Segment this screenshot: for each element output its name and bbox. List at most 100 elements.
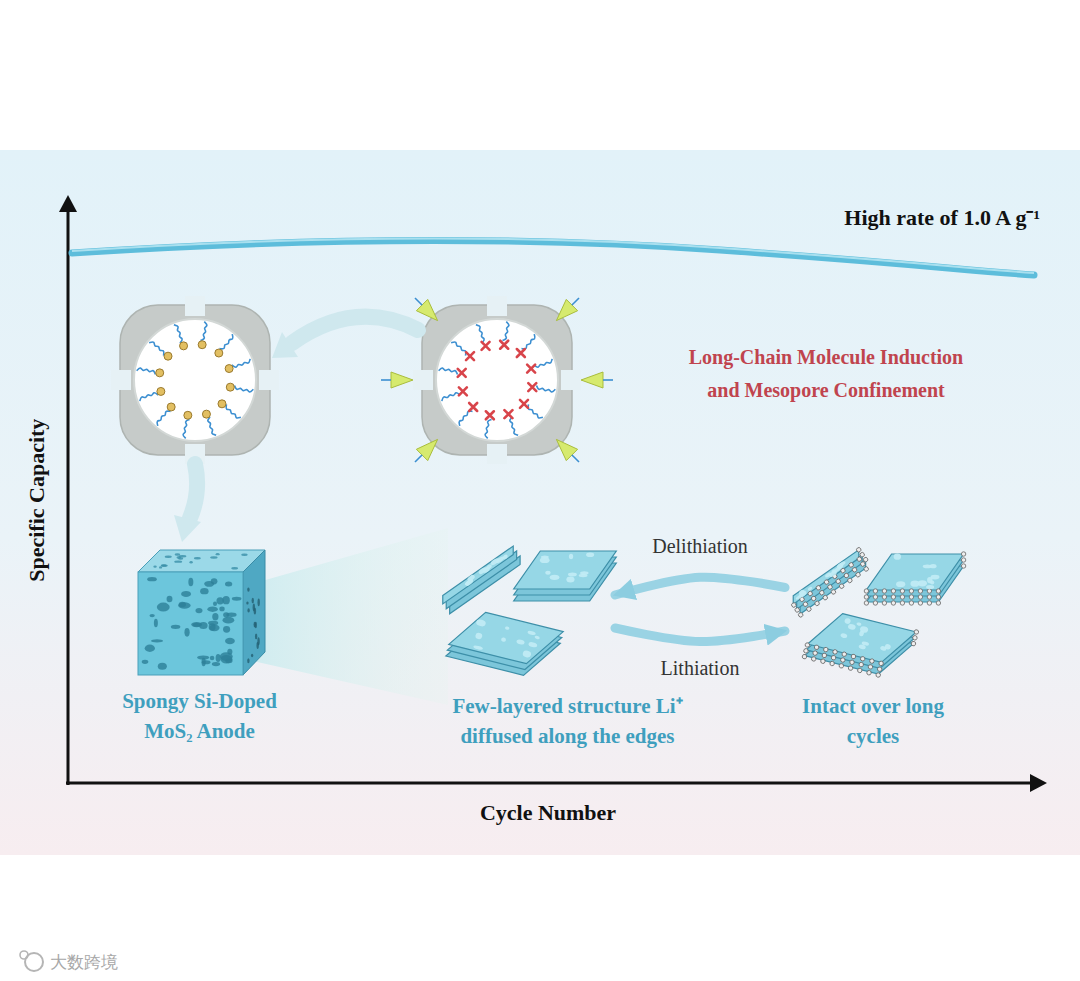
sei-particle (936, 595, 940, 599)
sheet-texture (541, 555, 549, 558)
sei-particle (882, 595, 886, 599)
mos2-sheet-stack (439, 546, 525, 614)
sei-particle (857, 668, 862, 673)
molecule-chain (459, 411, 472, 426)
sheet-texture (896, 581, 905, 587)
sei-particle (848, 562, 854, 568)
cube-side (243, 550, 265, 675)
sei-particle (909, 595, 913, 599)
pore-hole (207, 606, 218, 612)
pore-hole (167, 596, 173, 602)
sei-particle (851, 654, 856, 659)
process-arrow (190, 464, 197, 518)
sei-particle (909, 589, 913, 593)
sei-particle (863, 566, 869, 572)
logo-dot (20, 951, 28, 959)
pore-notch (185, 296, 205, 316)
pore-notch (111, 370, 131, 390)
sei-particle (822, 595, 828, 601)
sheet-texture (516, 639, 525, 645)
sheet-texture (831, 569, 837, 574)
edge-label: Delithiation (652, 535, 748, 558)
y-axis (67, 205, 70, 785)
pore-hole (220, 652, 233, 661)
pore-hole (151, 639, 163, 642)
pore-hole (175, 553, 181, 555)
sei-particle (859, 662, 864, 667)
pore-hole (154, 619, 158, 627)
molecule-head (486, 411, 494, 419)
pore-hole (241, 553, 247, 555)
sei-particle (914, 629, 919, 634)
sei-particle (822, 653, 827, 658)
sheet-texture (926, 585, 934, 589)
annotation: Long-Chain Molecule Induction and Mesopo… (676, 341, 976, 407)
molecule-head (459, 387, 467, 395)
sei-particle (830, 589, 836, 595)
x-axis (66, 782, 1034, 785)
sei-particle (832, 649, 837, 654)
sei-particle (860, 656, 865, 661)
pore-hole (225, 638, 235, 644)
pore-hole (178, 602, 190, 608)
sei-particle (798, 612, 804, 618)
sei-particle (814, 600, 820, 606)
sheet-texture (545, 571, 551, 575)
sei-particle (802, 654, 807, 659)
sei-particle (869, 658, 874, 663)
mesopore (111, 296, 279, 464)
caption-block: Intact over long cycles (786, 691, 961, 751)
sei-particle (855, 572, 861, 578)
sheet-texture (478, 566, 488, 575)
sei-particle (918, 589, 922, 593)
pore-hole (255, 622, 257, 629)
sei-particle (803, 648, 808, 653)
illustration-node: Intact over long cycles (785, 535, 965, 685)
illustration-node: Few-layered structure Li⁺ diffused along… (440, 535, 615, 685)
sei-particle (911, 641, 916, 646)
sei-particle (820, 659, 825, 664)
zoom-fan (248, 528, 448, 705)
molecule-head (198, 341, 206, 349)
sei-particle (827, 584, 833, 590)
pore-hole (216, 553, 220, 555)
spongy-cube (138, 550, 265, 675)
pore-hole (188, 578, 193, 587)
sei-particle (868, 664, 873, 669)
sei-particle (877, 667, 882, 672)
pore-hole (200, 588, 208, 594)
pore-notch (487, 444, 507, 464)
pore-hole (191, 622, 202, 627)
molecule-head (527, 365, 535, 373)
pore-hole (255, 633, 257, 639)
edge-label: Lithiation (661, 657, 740, 680)
sei-particle (900, 589, 904, 593)
molecule-chain (451, 342, 466, 355)
sheet-texture (931, 575, 940, 580)
molecule-chain (521, 334, 534, 349)
sei-particle (866, 670, 871, 675)
sei-particle (864, 601, 868, 605)
sei-particle (831, 655, 836, 660)
sei-particle (927, 589, 931, 593)
pore-channel (134, 319, 256, 441)
sheet-texture (550, 575, 560, 580)
sheet-texture (465, 581, 470, 586)
pore-hole (209, 624, 219, 631)
pore-channel (436, 319, 558, 441)
pore-hole (253, 603, 255, 611)
sheet-texture (534, 635, 540, 639)
reaction-arrow (615, 577, 785, 595)
sei-particle (918, 595, 922, 599)
mos2-layer (442, 551, 520, 609)
sheet-texture (807, 586, 813, 591)
sei-particle (847, 577, 853, 583)
molecule-chain (226, 404, 241, 417)
precursor-tail (603, 379, 613, 381)
mos2-layer (866, 554, 963, 590)
sei-particle (909, 601, 913, 605)
pore-wall (422, 305, 572, 455)
molecule-head (157, 387, 165, 395)
pore-hole (197, 655, 209, 659)
